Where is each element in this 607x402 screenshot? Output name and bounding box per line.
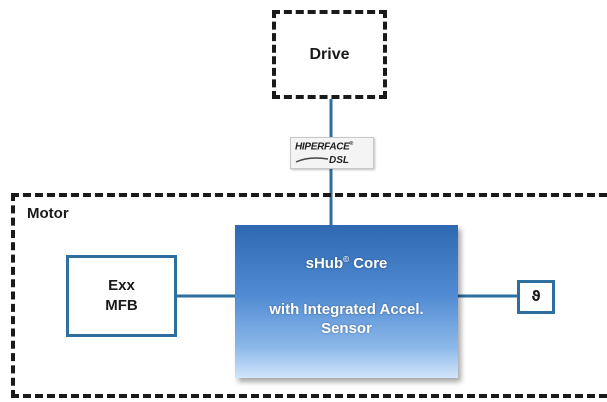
motor-boundary	[11, 193, 607, 398]
exx-label-line2: MFB	[105, 297, 138, 314]
core-subtitle: with Integrated Accel. Sensor	[269, 300, 423, 338]
temperature-sensor-box: ϑ	[517, 280, 555, 314]
temperature-icon: ϑ	[531, 289, 541, 305]
core-title-sup: ©	[343, 255, 350, 264]
core-title-main: sHub	[305, 255, 344, 272]
core-title-rest: Core	[349, 255, 388, 272]
core-title: sHub© Core	[306, 255, 388, 272]
core-subtitle-line2: Sensor	[321, 320, 372, 337]
core-subtitle-line1: with Integrated Accel.	[269, 301, 424, 318]
hiperface-trademark: ®	[349, 141, 354, 147]
exx-mfb-box: Exx MFB	[66, 255, 177, 337]
hiperface-brand-name: HIPERFACE	[295, 141, 350, 153]
motor-label: Motor	[27, 205, 69, 222]
swoosh-icon	[295, 157, 329, 163]
shub-core-box: sHub© Core with Integrated Accel. Sensor	[235, 225, 458, 378]
drive-box: Drive	[272, 10, 387, 99]
drive-label: Drive	[309, 45, 350, 63]
hiperface-dsl-text: DSL	[329, 155, 349, 166]
exx-label-line1: Exx	[108, 277, 135, 294]
hiperface-brand-text: HIPERFACE®	[295, 141, 353, 152]
hiperface-dsl-logo: HIPERFACE® DSL	[290, 137, 374, 169]
